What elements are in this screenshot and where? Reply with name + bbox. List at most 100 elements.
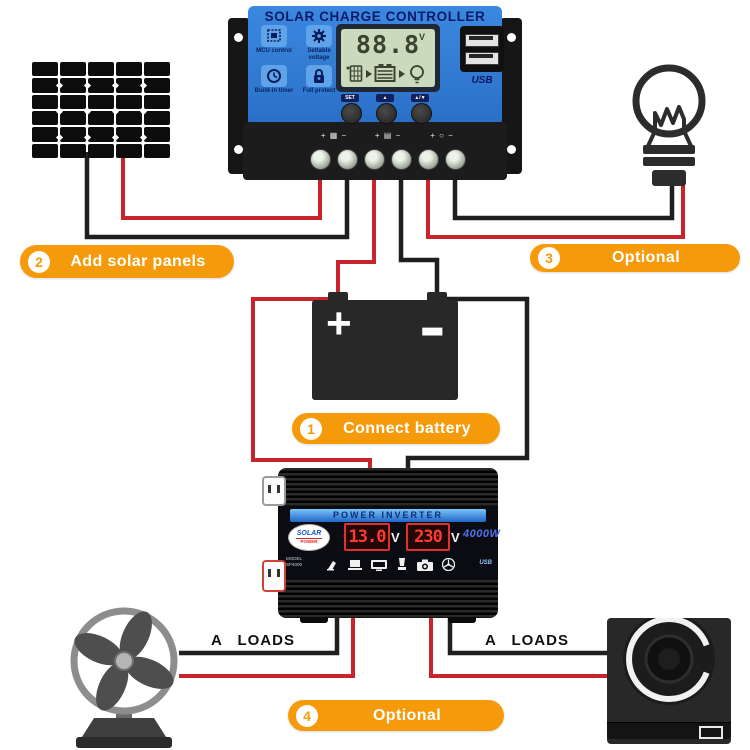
solar-cell xyxy=(116,143,142,158)
appliance-icons xyxy=(326,558,455,571)
solar-cell xyxy=(116,62,142,77)
solar-cell xyxy=(116,78,142,93)
solar-cell xyxy=(88,110,114,126)
loads-label-left: A LOADS xyxy=(211,632,295,649)
inverter-face: POWER INVERTER SOLAR POWER 13.0 V 230 V … xyxy=(278,506,501,580)
battery-minus-sign: − xyxy=(420,292,444,372)
battery-terminal-positive xyxy=(328,292,348,302)
solar-cell xyxy=(32,143,58,158)
feature-full-protect: Full protect xyxy=(301,64,337,95)
panel-junction-dot xyxy=(55,133,63,141)
feature-built-in-timer: Build-in timer xyxy=(255,64,293,95)
solar-cell xyxy=(60,143,86,158)
solar-cell xyxy=(32,62,58,77)
lcd-screen: 88.8 V xyxy=(341,29,435,87)
usb-port-icon xyxy=(465,33,499,47)
ac-outlet-icon xyxy=(262,476,286,506)
battery: + − xyxy=(312,296,458,400)
mount-hole xyxy=(234,33,243,42)
terminal-screw xyxy=(391,149,412,170)
usb-logo: USB xyxy=(471,75,493,86)
feature-mcu-control: MCU control xyxy=(256,25,292,62)
lamp-icon xyxy=(327,561,336,571)
solar-panel-dots xyxy=(32,62,170,158)
updown-button-label: ▲/▼ xyxy=(411,94,429,102)
dc-voltage-unit: V xyxy=(391,530,400,545)
solar-cell xyxy=(144,143,170,158)
panel-junction-dot xyxy=(55,81,63,89)
solar-cell xyxy=(32,94,58,109)
loads-label-right: A LOADS xyxy=(485,632,569,649)
clock-icon xyxy=(261,64,287,87)
controller-feature-grid: MCU control Settable voltage Build-in ti… xyxy=(255,25,337,95)
mount-hole xyxy=(507,145,516,154)
ac-voltage-display: 230 xyxy=(406,523,450,551)
laptop-icon xyxy=(348,560,362,570)
wire-speaker-red xyxy=(429,616,609,678)
inverter-foot xyxy=(300,617,328,623)
solar-cell xyxy=(60,94,86,109)
gear-icon xyxy=(306,25,332,47)
light-bulb-icon xyxy=(632,64,706,186)
dc-voltage-display: 13.0 xyxy=(344,523,390,551)
step-connect-battery: 1 Connect battery xyxy=(292,413,500,444)
solar-cell xyxy=(60,110,86,126)
inverter-heatsink-top xyxy=(278,468,498,506)
controller-title: SOLAR CHARGE CONTROLLER xyxy=(264,9,486,24)
brand-logo: SOLAR POWER xyxy=(288,524,330,551)
lcd-display: 88.8 V xyxy=(336,24,440,92)
up-button-label: ▲ xyxy=(376,94,394,102)
terminal-label-battery: + ▤ − xyxy=(374,131,402,140)
terminal-block: + ▦ − + ▤ − + ○ − xyxy=(243,122,507,180)
ac-outlet-highlighted-icon xyxy=(262,560,286,592)
solar-cell xyxy=(60,127,86,142)
solar-cell xyxy=(32,78,58,93)
battery-terminal-negative xyxy=(427,292,447,302)
solar-cell xyxy=(88,78,114,93)
solar-panel-icon xyxy=(32,62,170,158)
wattage-label: 4000W xyxy=(463,528,501,540)
lcd-flow-icons xyxy=(346,64,424,84)
down-button xyxy=(411,103,432,124)
speaker-load xyxy=(607,613,731,744)
blender-icon xyxy=(398,558,406,570)
lcd-voltage-value: 88.8 xyxy=(355,30,421,59)
wire-speaker-black xyxy=(447,616,609,656)
wire-load-negative xyxy=(452,176,675,221)
feature-settable-voltage: Settable voltage xyxy=(301,25,337,62)
step-number: 3 xyxy=(538,247,560,269)
usb-port-icon xyxy=(465,51,499,65)
tv-icon xyxy=(371,560,387,571)
mount-hole xyxy=(234,145,243,154)
wire-inverter-positive xyxy=(251,297,372,476)
lock-icon xyxy=(306,64,332,87)
solar-cell xyxy=(144,78,170,93)
panel-junction-dot xyxy=(55,107,63,115)
wire-battery-positive xyxy=(336,176,376,298)
terminal-label-load: + ○ − xyxy=(430,131,454,140)
speaker-base xyxy=(607,722,731,739)
solar-cell xyxy=(32,127,58,142)
battery-plus-sign: + xyxy=(326,299,352,348)
wire-fan-black xyxy=(179,616,340,656)
solar-cell xyxy=(144,127,170,142)
terminal-screw xyxy=(418,149,439,170)
solar-cell xyxy=(144,62,170,77)
ac-voltage-unit: V xyxy=(451,530,460,545)
wire-fan-red xyxy=(179,616,355,678)
terminal-screw xyxy=(364,149,385,170)
wire-pv-negative xyxy=(84,152,350,240)
panel-junction-dot xyxy=(83,107,91,115)
step-add-solar-panels: 2 Add solar panels xyxy=(20,245,234,278)
step-number: 2 xyxy=(28,250,50,273)
solar-cell xyxy=(116,127,142,142)
solar-cell xyxy=(144,110,170,126)
model-label: MODEL SP4000 xyxy=(286,556,303,567)
solar-cell xyxy=(60,62,86,77)
panel-junction-dot xyxy=(139,133,147,141)
camera-icon xyxy=(417,559,433,571)
step-number: 4 xyxy=(296,704,318,727)
step-optional-load: 3 Optional xyxy=(530,244,740,272)
chip-icon xyxy=(261,25,287,47)
